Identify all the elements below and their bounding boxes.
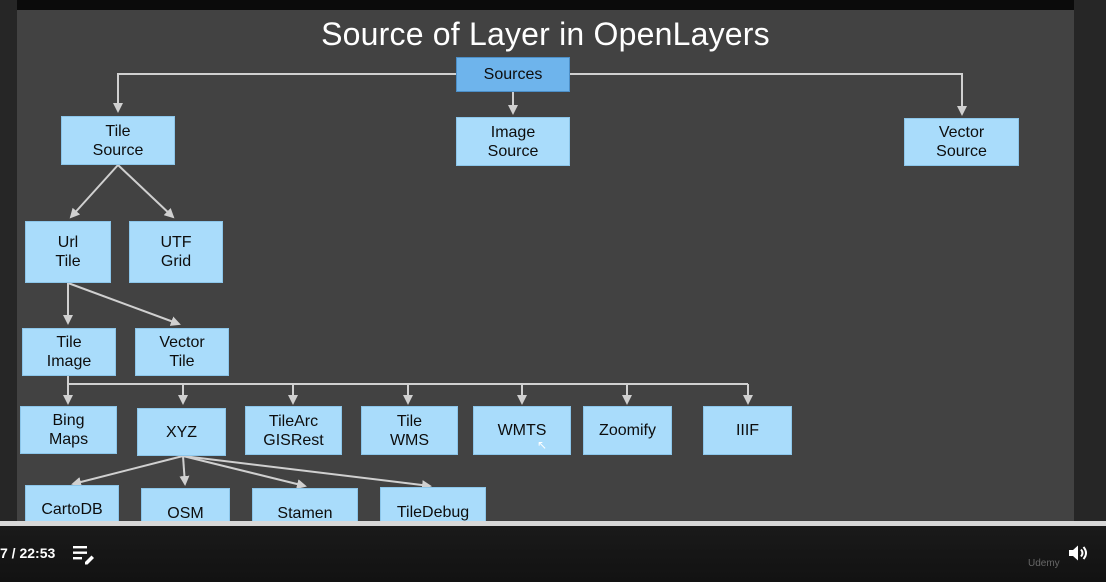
node-wmts: WMTS <box>473 406 571 455</box>
edge-xyz-tiledebug <box>182 455 432 490</box>
video-progress-bar[interactable] <box>0 521 1106 526</box>
node-vector-tile: Vector Tile <box>135 328 229 376</box>
edge-tile-url <box>69 164 119 219</box>
node-iiif: IIIF <box>703 406 792 455</box>
edge-sources-vector <box>570 73 967 116</box>
node-tile-wms: Tile WMS <box>361 406 458 455</box>
playlist-edit-icon[interactable] <box>72 543 96 565</box>
node-xyz: XYZ <box>137 408 226 456</box>
edge-xyz-cartodb <box>71 455 184 487</box>
node-image-source: Image Source <box>456 117 570 166</box>
edge-tile-utf <box>117 164 175 219</box>
top-bar <box>17 0 1074 10</box>
video-frame[interactable]: Source of Layer in OpenLayers <box>17 10 1074 548</box>
left-margin <box>0 0 17 548</box>
mouse-cursor-icon: ↖ <box>537 438 548 452</box>
edge-sources-tile <box>113 73 456 113</box>
edge-xyz-osm <box>179 455 190 486</box>
node-sources: Sources <box>456 57 570 92</box>
node-vector-source: Vector Source <box>904 118 1019 166</box>
node-tilearc-gisrest: TileArc GISRest <box>245 406 342 455</box>
node-bing-maps: Bing Maps <box>20 406 117 454</box>
node-tile-image: Tile Image <box>22 328 116 376</box>
time-display: 7 / 22:53 <box>0 545 56 561</box>
diagram-connectors <box>63 73 967 490</box>
node-zoomify: Zoomify <box>583 406 672 455</box>
udemy-watermark: Udemy <box>1028 558 1060 569</box>
right-margin <box>1074 0 1106 548</box>
node-tile-source: Tile Source <box>61 116 175 165</box>
node-utf-grid: UTF Grid <box>129 221 223 283</box>
slide-title: Source of Layer in OpenLayers <box>321 16 770 52</box>
edge-url-vectortile <box>67 282 181 326</box>
volume-icon[interactable] <box>1066 541 1090 565</box>
edge-xyz-stamen <box>182 455 307 489</box>
node-url-tile: Url Tile <box>25 221 111 283</box>
player-controls: 7 / 22:53 Udemy <box>0 526 1106 582</box>
